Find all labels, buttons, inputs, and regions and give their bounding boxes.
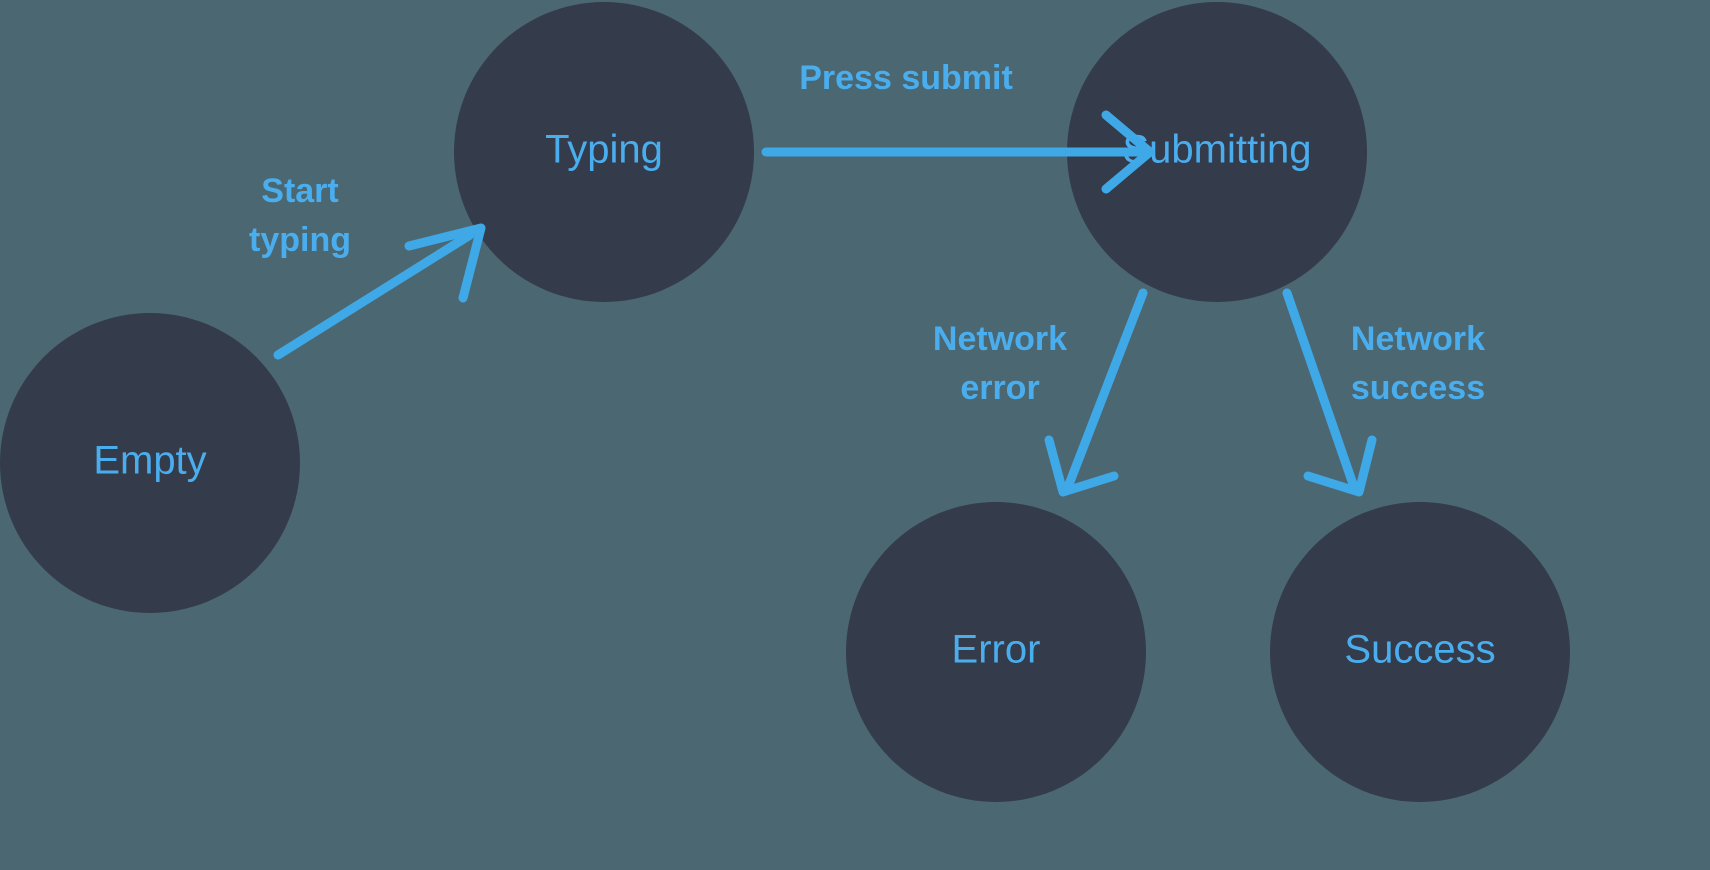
state-node-error-label: Error xyxy=(952,628,1041,672)
transition-press-submit: Press submit xyxy=(761,59,1155,194)
transition-press-submit-arrowhead xyxy=(1101,110,1155,194)
state-node-success-circle[interactable] xyxy=(1270,502,1570,802)
state-node-empty-label: Empty xyxy=(93,439,206,483)
transition-start-typing-label: Start xyxy=(261,172,338,210)
state-node-success[interactable]: Success xyxy=(1270,502,1570,802)
transition-start-typing-line xyxy=(273,230,475,360)
transition-network-error-label: Network xyxy=(933,320,1067,358)
transition-network-success: Network success xyxy=(1282,288,1485,497)
transition-network-error-line xyxy=(1063,288,1148,492)
state-node-empty-circle[interactable] xyxy=(0,313,300,613)
transition-network-error: Network error xyxy=(933,288,1148,497)
transition-press-submit-label: Press submit xyxy=(799,59,1013,97)
transition-start-typing-label-line2: typing xyxy=(249,221,351,259)
state-node-typing-circle[interactable] xyxy=(454,2,754,302)
transition-start-typing: Start typing xyxy=(249,172,486,360)
state-node-typing-label: Typing xyxy=(545,128,663,172)
state-node-error[interactable]: Error xyxy=(846,502,1146,802)
transition-network-error-label-line2: error xyxy=(960,369,1039,407)
transition-network-error-arrowhead xyxy=(1044,435,1119,497)
state-node-submitting[interactable]: Submitting xyxy=(1067,2,1367,302)
state-node-typing[interactable]: Typing xyxy=(454,2,754,302)
state-node-empty[interactable]: Empty xyxy=(0,313,300,613)
state-node-error-circle[interactable] xyxy=(846,502,1146,802)
transition-network-success-label: Network xyxy=(1351,320,1485,358)
state-node-success-label: Success xyxy=(1344,628,1495,672)
state-node-submitting-label: Submitting xyxy=(1123,128,1312,172)
transition-network-success-line xyxy=(1282,288,1359,492)
transition-network-success-label-line2: success xyxy=(1351,369,1485,407)
transition-start-typing-arrowhead xyxy=(404,223,486,303)
transition-network-success-arrowhead xyxy=(1303,435,1377,497)
state-node-submitting-circle[interactable] xyxy=(1067,2,1367,302)
